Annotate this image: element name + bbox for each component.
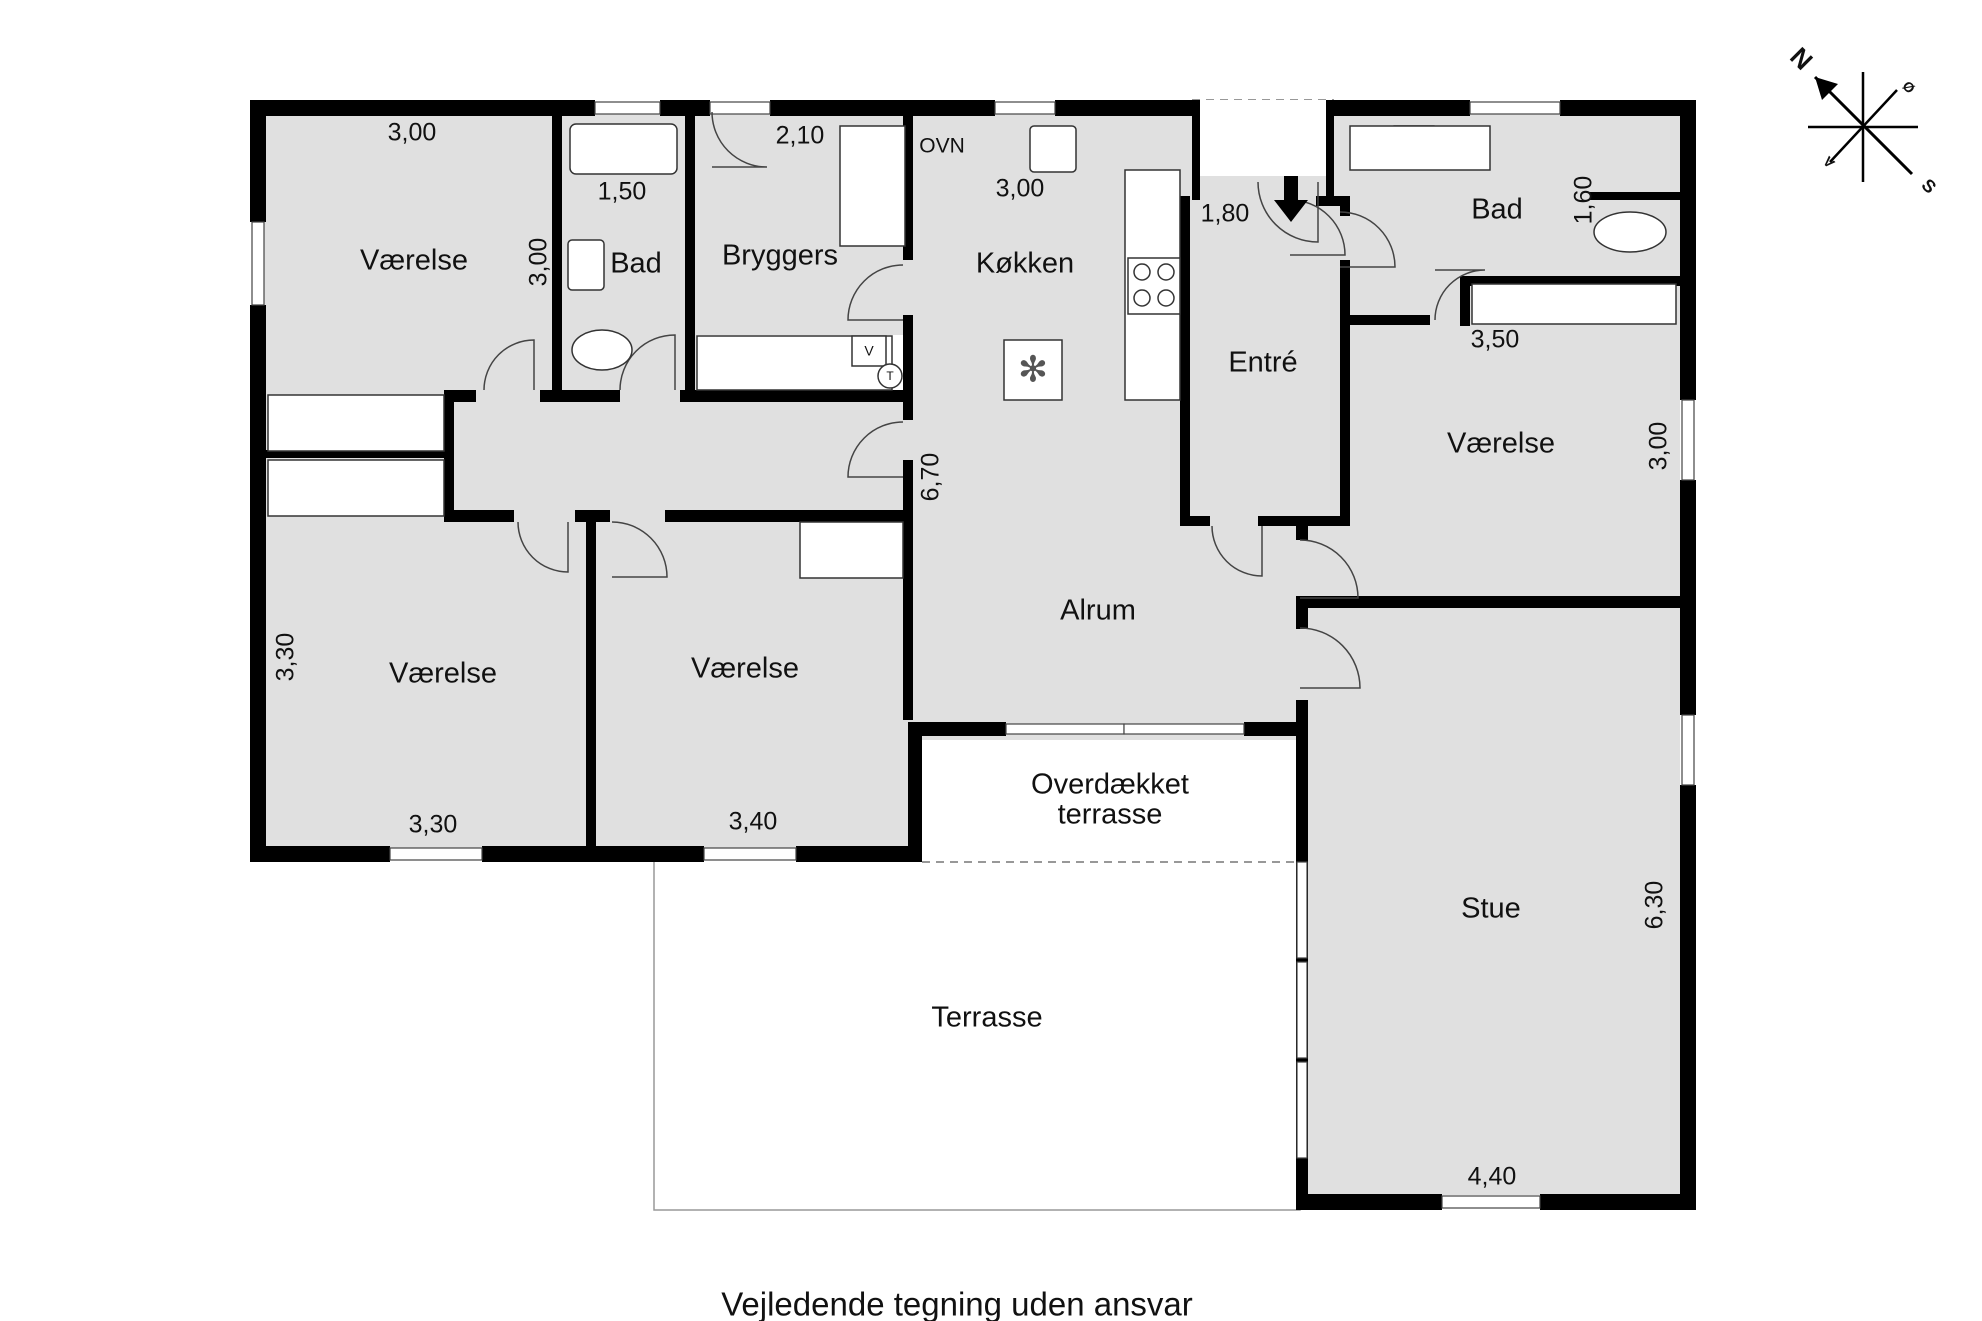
room-label-alrum: Alrum	[1060, 595, 1136, 627]
terrace-outline	[653, 857, 1301, 1211]
dim-vaerelse-sw-depth: 3,30	[272, 633, 300, 682]
walls	[250, 100, 1696, 1210]
room-label-bad-w: Bad	[610, 248, 662, 280]
sink-icon	[1029, 125, 1077, 173]
room-label-koekken: Køkken	[976, 248, 1074, 280]
room-label-overdaekket-line2: terrasse	[1058, 799, 1163, 831]
compass-south: S	[1918, 175, 1941, 198]
dim-vaerelse-ne-width: 3,50	[1471, 326, 1520, 354]
dim-vaerelse-nw-width: 3,00	[388, 119, 437, 147]
dim-bad-e-depth: 1,60	[1570, 176, 1598, 225]
dim-stue-width: 4,40	[1468, 1163, 1517, 1191]
windows	[251, 101, 1695, 1209]
dim-stue-depth: 6,30	[1641, 881, 1669, 930]
room-labels: Værelse Bad Bryggers Køkken Entré Bad Væ…	[360, 194, 1555, 1034]
room-label-vaerelse-sw: Værelse	[389, 658, 497, 690]
dim-vaerelse-nw-depth: 3,00	[525, 238, 553, 287]
compass-icon: N Ø S V	[1784, 41, 1940, 197]
dim-bryggers-width: 2,10	[776, 122, 825, 150]
room-label-overdaekket-line1: Overdækket	[1031, 769, 1189, 801]
dim-vaerelse-sw-width: 3,30	[409, 811, 458, 839]
room-label-stue: Stue	[1461, 893, 1521, 925]
dryer-label: T	[886, 369, 894, 383]
toilet-icon	[571, 329, 633, 371]
oven-label: OVN	[919, 135, 965, 158]
washer-icon	[851, 335, 887, 367]
room-label-vaerelse-s: Værelse	[691, 653, 799, 685]
room-label-entre: Entré	[1228, 347, 1297, 379]
room-label-bad-e: Bad	[1471, 194, 1523, 226]
bathtub-icon	[569, 123, 678, 175]
room-label-vaerelse-nw: Værelse	[360, 245, 468, 277]
dim-vaerelse-s-width: 3,40	[729, 808, 778, 836]
room-label-terrasse: Terrasse	[931, 1002, 1042, 1034]
dim-koekken-width: 3,00	[996, 175, 1045, 203]
plan-caption: Vejledende tegning uden ansvar	[721, 1286, 1193, 1321]
floors	[260, 110, 1680, 1195]
fixtures: ✻	[267, 123, 1677, 579]
entrance-arrow-icon	[1274, 176, 1308, 222]
washer-label: V	[864, 343, 874, 359]
dim-alrum-depth: 6,70	[917, 453, 945, 502]
toilet-icon	[1593, 211, 1667, 253]
sink-icon	[567, 239, 605, 291]
fridge-icon	[1003, 339, 1063, 401]
compass-east: Ø	[1899, 78, 1918, 97]
room-label-vaerelse-ne: Værelse	[1447, 428, 1555, 460]
dim-entre-width: 1,80	[1201, 200, 1250, 228]
dryer-icon	[877, 363, 903, 389]
dim-bad-w-width: 1,50	[598, 178, 647, 206]
room-label-bryggers: Bryggers	[722, 240, 838, 272]
dimension-labels: 3,00 3,00 1,50 2,10 3,00 6,70 1,80 1,60 …	[272, 119, 1673, 1191]
snowflake-icon: ✻	[1018, 349, 1048, 390]
compass-north: N	[1784, 41, 1818, 75]
dim-vaerelse-ne-depth: 3,00	[1645, 422, 1673, 471]
